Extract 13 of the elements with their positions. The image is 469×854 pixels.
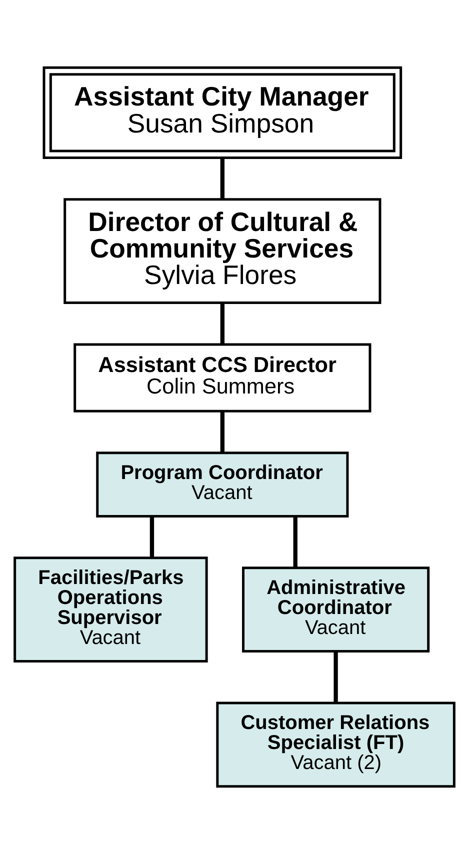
node-box: Administrative Coordinator Vacant bbox=[242, 566, 430, 653]
connector bbox=[293, 516, 298, 568]
connector bbox=[150, 516, 154, 558]
node-box: Program Coordinator Vacant bbox=[96, 452, 349, 518]
connector bbox=[334, 652, 338, 703]
node-box: Assistant City Manager Susan Simpson bbox=[42, 66, 402, 159]
node-box: Director of Cultural & Community Services Sylvia Flores bbox=[64, 198, 382, 304]
node-box: Customer Relations Specialist (FT) Vacant (2) bbox=[216, 702, 456, 788]
connector bbox=[220, 303, 224, 344]
connector bbox=[220, 158, 224, 199]
connector bbox=[220, 412, 224, 453]
node-box: Facilities/Parks Operations Supervisor Vacant bbox=[14, 556, 208, 663]
node-box: Assistant CCS Director Colin Summers bbox=[74, 343, 372, 412]
